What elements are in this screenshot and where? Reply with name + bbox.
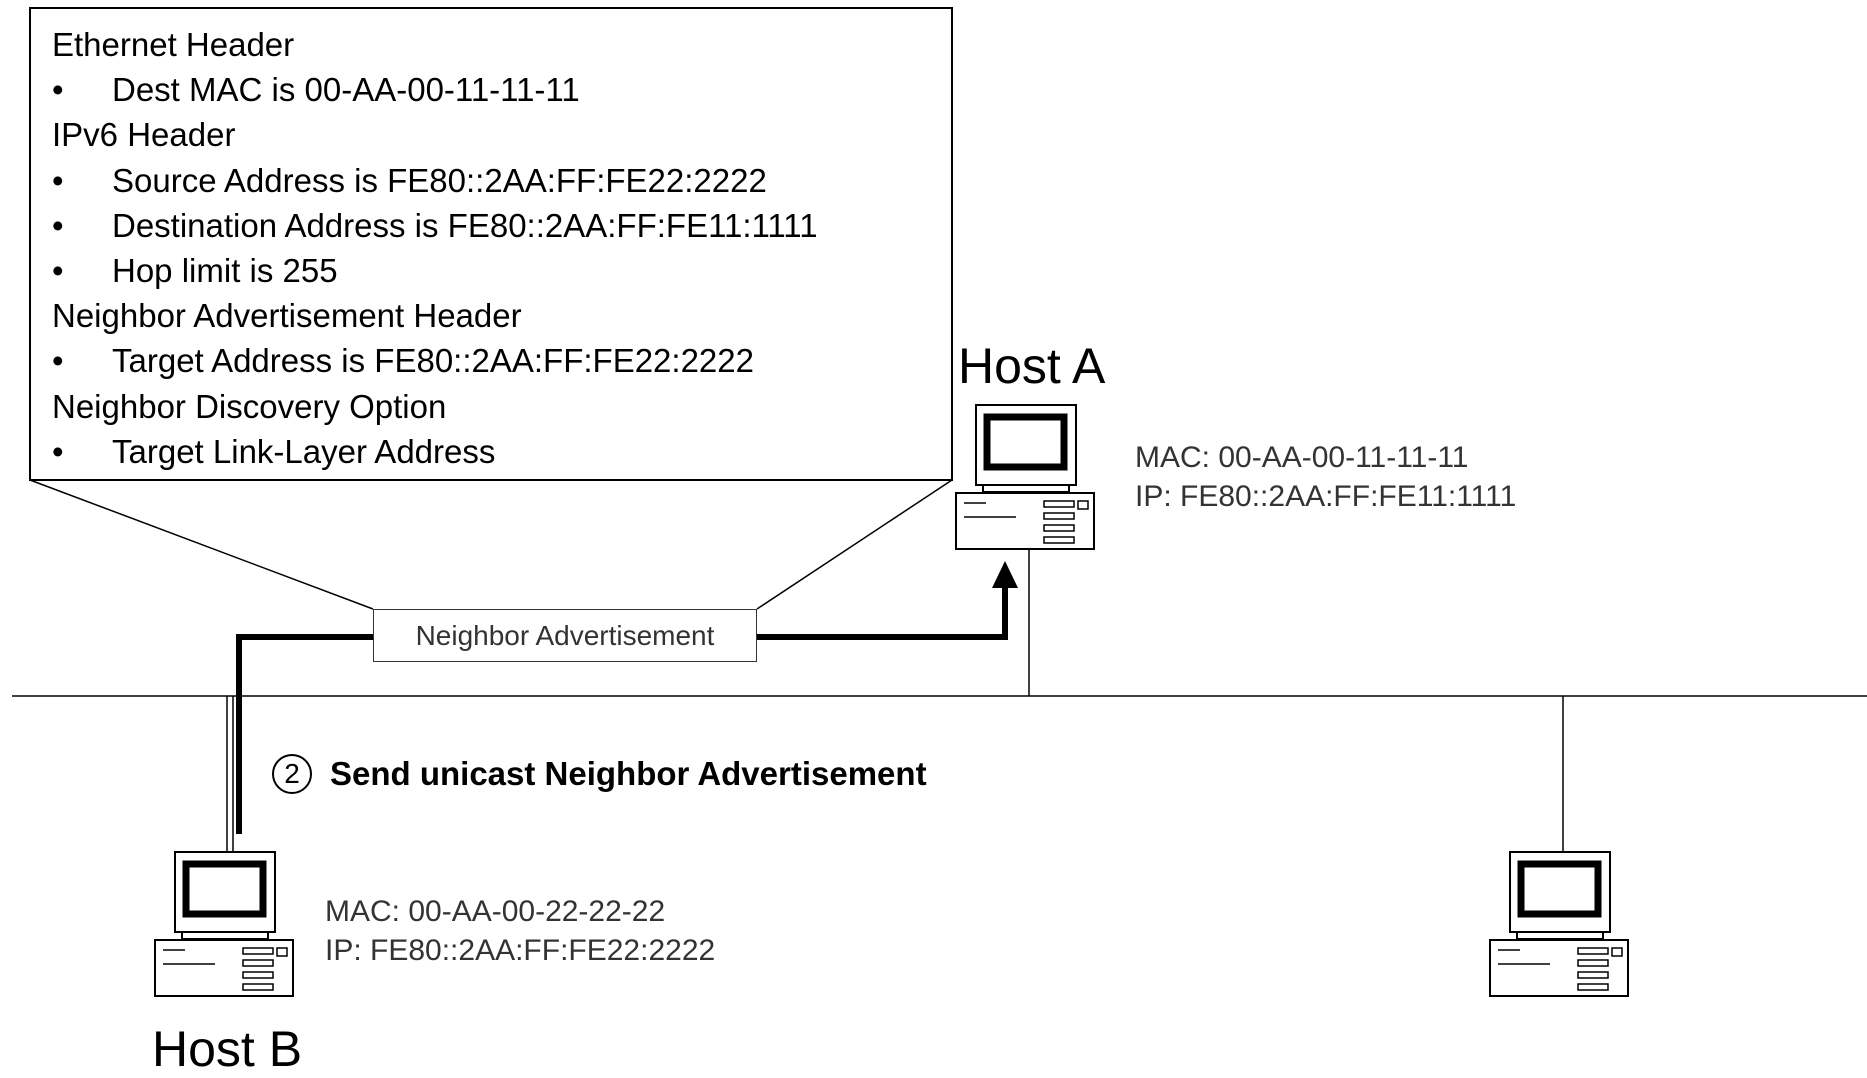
bullet: • <box>52 338 112 383</box>
host-a-computer-icon <box>956 405 1094 549</box>
callout-line: •Destination Address is FE80::2AA:FF:FE1… <box>52 203 818 248</box>
host-c-computer-icon <box>1490 852 1628 996</box>
callout-line: •Target Address is FE80::2AA:FF:FE22:222… <box>52 338 818 383</box>
bullet: • <box>52 429 112 474</box>
callout-pointer-right <box>757 480 952 609</box>
packet-label: Neighbor Advertisement <box>373 609 757 662</box>
step-number: 2 <box>272 754 312 794</box>
callout-line: •Dest MAC is 00-AA-00-11-11-11 <box>52 67 818 112</box>
callout-line-text: Destination Address is FE80::2AA:FF:FE11… <box>112 207 818 244</box>
callout-line-text: Dest MAC is 00-AA-00-11-11-11 <box>112 71 580 108</box>
bullet: • <box>52 158 112 203</box>
bullet: • <box>52 248 112 293</box>
callout-line-text: Source Address is FE80::2AA:FF:FE22:2222 <box>112 162 767 199</box>
callout-line-text: IPv6 Header <box>52 116 235 153</box>
step: 2 Send unicast Neighbor Advertisement <box>272 754 927 794</box>
host-b-ip: IP: FE80::2AA:FF:FE22:2222 <box>325 931 715 970</box>
callout-line-text: Target Link-Layer Address <box>112 433 495 470</box>
step-text: Send unicast Neighbor Advertisement <box>330 755 927 793</box>
callout-line: •Target Link-Layer Address <box>52 429 818 474</box>
host-a-name: Host A <box>958 337 1105 395</box>
callout-line: Ethernet Header <box>52 22 818 67</box>
host-a-ip: IP: FE80::2AA:FF:FE11:1111 <box>1135 477 1516 516</box>
callout-line: •Hop limit is 255 <box>52 248 818 293</box>
callout-line-text: Target Address is FE80::2AA:FF:FE22:2222 <box>112 342 754 379</box>
host-b-info: MAC: 00-AA-00-22-22-22 IP: FE80::2AA:FF:… <box>325 892 715 970</box>
host-a-mac: MAC: 00-AA-00-11-11-11 <box>1135 438 1516 477</box>
host-b-computer-icon <box>155 852 293 996</box>
callout-line: Neighbor Discovery Option <box>52 384 818 429</box>
bullet: • <box>52 203 112 248</box>
host-b-mac: MAC: 00-AA-00-22-22-22 <box>325 892 715 931</box>
callout-pointer <box>30 480 373 609</box>
host-b-name: Host B <box>152 1020 302 1078</box>
callout-text: Ethernet Header•Dest MAC is 00-AA-00-11-… <box>52 22 818 474</box>
arrowhead <box>992 561 1018 588</box>
callout-line: •Source Address is FE80::2AA:FF:FE22:222… <box>52 158 818 203</box>
callout-line-text: Neighbor Discovery Option <box>52 388 446 425</box>
callout-line-text: Ethernet Header <box>52 26 294 63</box>
callout-line: IPv6 Header <box>52 112 818 157</box>
callout-line-text: Neighbor Advertisement Header <box>52 297 522 334</box>
host-a-info: MAC: 00-AA-00-11-11-11 IP: FE80::2AA:FF:… <box>1135 438 1516 516</box>
callout-line-text: Hop limit is 255 <box>112 252 338 289</box>
callout-line: Neighbor Advertisement Header <box>52 293 818 338</box>
bullet: • <box>52 67 112 112</box>
